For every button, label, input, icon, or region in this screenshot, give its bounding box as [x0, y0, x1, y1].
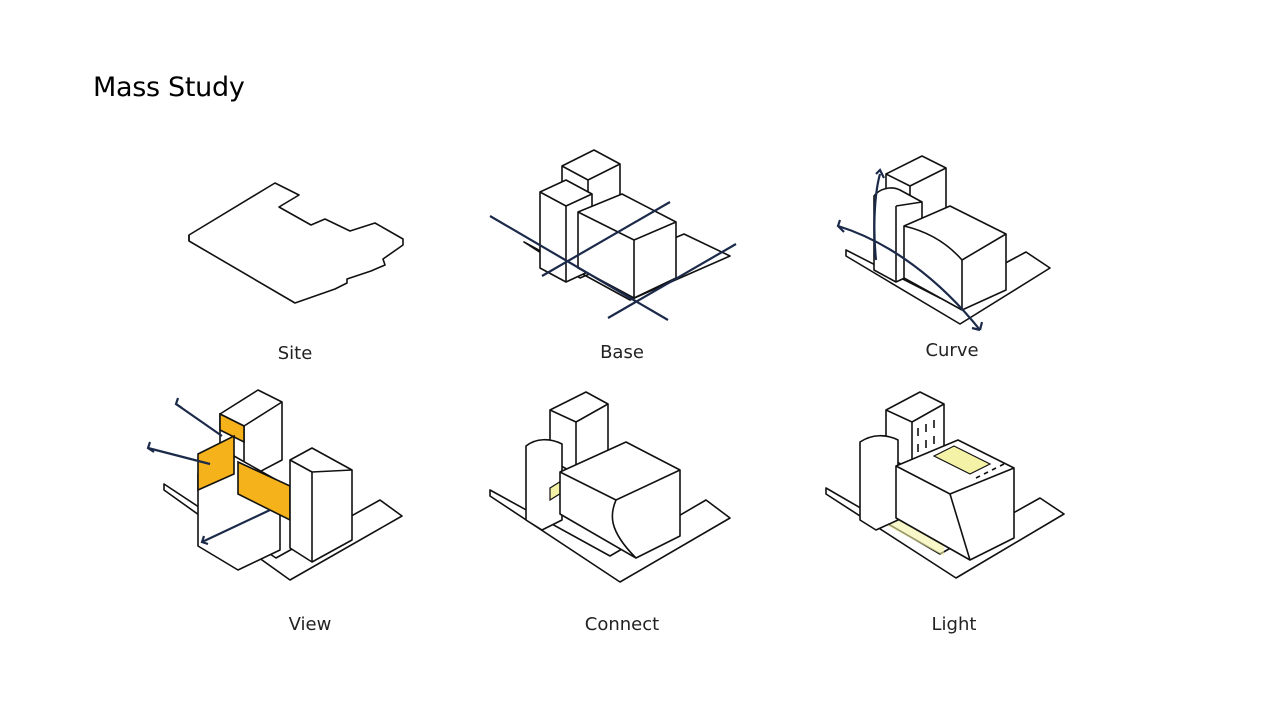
diagram-curve: Curve [830, 150, 1110, 380]
caption-site: Site [277, 343, 313, 364]
caption-light: Light [931, 614, 977, 635]
curve-massing-drawing [836, 155, 1051, 332]
view-massing-drawing [146, 389, 403, 581]
light-massing-drawing [825, 391, 1065, 579]
diagram-view: View [140, 389, 420, 635]
caption-base: Base [600, 342, 644, 363]
diagram-site: Site [175, 165, 455, 395]
base-massing-drawing [489, 149, 737, 321]
site-plate-drawing [188, 182, 404, 304]
diagram-base: Base [480, 149, 760, 380]
page-title: Mass Study [93, 72, 245, 103]
diagram-connect: Connect [480, 390, 760, 635]
caption-connect: Connect [584, 614, 660, 635]
caption-curve: Curve [925, 340, 979, 361]
connect-massing-drawing [489, 391, 731, 583]
caption-view: View [288, 614, 332, 635]
diagram-light: Light [820, 390, 1100, 635]
